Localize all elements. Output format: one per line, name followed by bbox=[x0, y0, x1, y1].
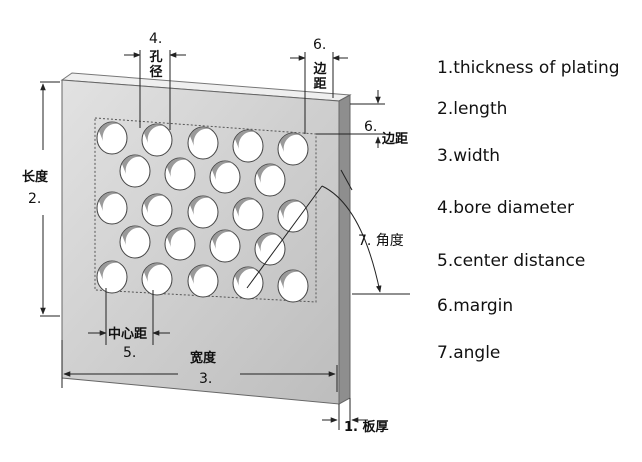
margin-side-number: 6. bbox=[364, 119, 378, 135]
hole-0-4 bbox=[277, 132, 309, 166]
hole-3-3 bbox=[254, 232, 286, 266]
bore-diameter-number: 4. bbox=[149, 31, 163, 47]
hole-0-1 bbox=[141, 123, 173, 157]
hole-2-4 bbox=[277, 199, 309, 233]
hole-4-1 bbox=[141, 262, 173, 296]
margin-side-label: 边距 bbox=[382, 132, 409, 147]
angle-label: 7. 角度 bbox=[358, 233, 404, 249]
angle-reference-line bbox=[246, 185, 323, 289]
legend-item-margin: 6.margin bbox=[437, 296, 514, 316]
center-distance-number: 5. bbox=[123, 345, 137, 361]
hole-0-0 bbox=[96, 121, 128, 155]
hole-2-3 bbox=[232, 197, 264, 231]
width-number: 3. bbox=[199, 371, 213, 387]
hole-grid bbox=[96, 121, 309, 303]
plate-right-edge bbox=[338, 94, 351, 405]
width-label: 宽度 bbox=[190, 351, 217, 366]
hole-3-0 bbox=[119, 225, 151, 259]
legend-item-thickness: 1.thickness of plating bbox=[437, 58, 620, 78]
hole-3-1 bbox=[164, 227, 196, 261]
legend-item-center-distance: 5.center distance bbox=[437, 251, 586, 271]
hole-2-1 bbox=[141, 193, 173, 227]
hole-2-0 bbox=[96, 191, 128, 225]
bore-diameter-label: 孔径 bbox=[149, 50, 163, 80]
hole-1-1 bbox=[164, 157, 196, 191]
hole-1-0 bbox=[119, 154, 151, 188]
hole-4-0 bbox=[96, 260, 128, 294]
hole-3-2 bbox=[209, 229, 241, 263]
margin-top-label: 边距 bbox=[313, 62, 327, 92]
hole-1-2 bbox=[209, 160, 241, 194]
center-distance-label: 中心距 bbox=[108, 327, 148, 342]
hole-4-2 bbox=[187, 264, 219, 298]
length-number: 2. bbox=[28, 191, 42, 207]
legend-item-angle: 7.angle bbox=[437, 343, 501, 363]
length-label: 长度 bbox=[22, 170, 49, 185]
legend-item-length: 2.length bbox=[437, 99, 508, 119]
hole-4-3 bbox=[232, 266, 264, 300]
hole-2-2 bbox=[187, 195, 219, 229]
hole-4-4 bbox=[277, 269, 309, 303]
hole-1-3 bbox=[254, 163, 286, 197]
margin-top-number: 6. bbox=[313, 37, 327, 53]
hole-0-3 bbox=[232, 129, 264, 163]
legend-item-width: 3.width bbox=[437, 146, 501, 166]
legend-item-bore-diameter: 4.bore diameter bbox=[437, 198, 574, 218]
hole-0-2 bbox=[187, 126, 219, 160]
thickness-label: 1. 板厚 bbox=[344, 420, 389, 435]
hole-region-border bbox=[94, 117, 317, 303]
